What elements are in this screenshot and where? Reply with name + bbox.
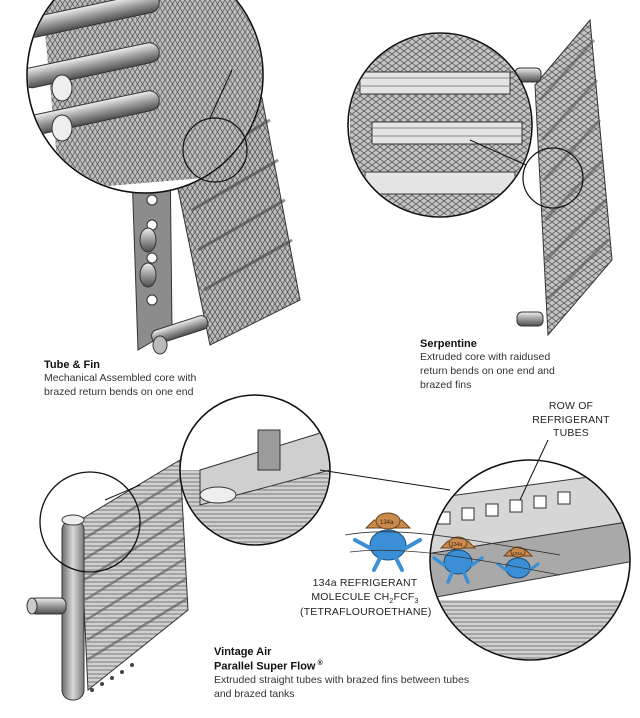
molecule-1 xyxy=(353,512,422,572)
serpentine-title: Serpentine xyxy=(420,338,477,350)
parallel-caption: Vintage Air Parallel Super Flow® Extrude… xyxy=(214,645,469,702)
row-label-2: REFRIGERANT xyxy=(532,413,610,426)
serpentine-desc-3: brazed fins xyxy=(420,378,472,391)
parallel-title-1: Vintage Air xyxy=(214,646,272,658)
parallel-desc-2: and brazed tanks xyxy=(214,687,295,700)
parallel-magnifier-small xyxy=(39,471,141,573)
parallel-core xyxy=(26,459,189,701)
serpentine-magnifier xyxy=(347,32,584,218)
tube-fin-title: Tube & Fin xyxy=(44,359,101,371)
row-label-1: ROW OF xyxy=(548,400,594,412)
tube-fin-desc-1: Mechanical Assembled core with xyxy=(44,372,197,385)
hat-label-2: 134a xyxy=(451,542,462,548)
tube-fin-caption: Tube & Fin Mechanical Assembled core wit… xyxy=(44,358,196,400)
molecule-3 xyxy=(496,546,540,579)
registered-mark: ® xyxy=(317,660,323,668)
tube-fin-magnifier xyxy=(26,0,264,194)
row-of-tubes-label: ROW OF REFRIGERANT TUBES xyxy=(516,400,626,441)
molecule-label-1: 134a REFRIGERANT xyxy=(312,577,418,589)
molecule-label-3: (TETRAFLOUROETHANE) xyxy=(300,605,432,618)
parallel-title-2: Parallel Super Flow® xyxy=(214,660,323,673)
serpentine-caption: Serpentine Extruded core with raidused r… xyxy=(420,337,555,392)
molecule-label-2: MOLECULE CH2FCF3 xyxy=(311,590,419,605)
serpentine-core xyxy=(514,18,613,337)
refrigerant-molecules: 134a 134a 134a xyxy=(344,512,561,584)
parallel-desc-1: Extruded straight tubes with brazed fins… xyxy=(214,674,470,687)
molecule-label: 134a REFRIGERANT MOLECULE CH2FCF3 (TETRA… xyxy=(300,577,432,619)
molecule-2 xyxy=(432,536,484,584)
hat-label-1: 134a xyxy=(380,520,394,526)
tube-fin-desc-2: brazed return bends on one end xyxy=(44,385,194,398)
serpentine-desc-2: return bends on one end and xyxy=(420,364,555,377)
hat-label-3: 134a xyxy=(512,551,523,556)
serpentine-desc-1: Extruded core with raidused xyxy=(420,351,551,364)
row-label-3: TUBES xyxy=(552,427,589,440)
